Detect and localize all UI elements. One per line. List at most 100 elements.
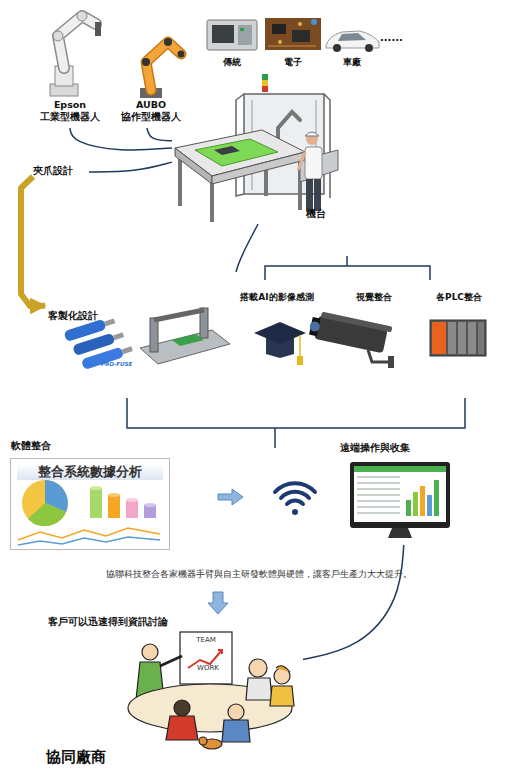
graduation-cap-icon <box>254 322 306 344</box>
workstation-machine <box>175 74 338 222</box>
meeting-illustration <box>276 666 290 672</box>
industrial-robot <box>58 16 96 68</box>
meeting-illustration <box>222 720 250 742</box>
connector <box>89 162 172 172</box>
car-thumbnail <box>365 44 373 52</box>
industry-node: 電子 <box>263 16 323 70</box>
collaborative-robot <box>146 42 181 90</box>
plc-icon <box>432 322 446 354</box>
data-panel-graphics <box>18 537 160 545</box>
data-panel-graphics <box>90 486 102 490</box>
pcb-thumbnail <box>292 30 310 42</box>
node-text: 視覺整合 <box>330 292 418 303</box>
product-tools <box>113 332 124 340</box>
node-text: 各PLC整合 <box>428 292 490 303</box>
collaborative-robot <box>146 42 181 90</box>
workstation-machine <box>262 80 268 86</box>
node-text: 機台 <box>296 208 336 220</box>
robot-node: Epson 工業型機器人 <box>30 4 110 128</box>
meeting-illustration <box>249 659 267 677</box>
meeting-illustration <box>166 716 198 740</box>
workstation-machine <box>306 133 318 145</box>
collaborative-robot <box>164 38 172 46</box>
node-text: 車廠 <box>323 57 381 68</box>
wifi-icon <box>281 492 309 498</box>
meeting-illustration <box>218 650 222 654</box>
bracket <box>274 428 276 448</box>
remote-node: 遠端操作與收集 <box>335 440 460 545</box>
monitor-icon <box>388 528 412 538</box>
workstation-machine <box>262 74 268 80</box>
pcb-thumbnail <box>265 18 321 50</box>
workstation-machine <box>305 132 319 136</box>
data-panel-graphics <box>108 495 120 518</box>
collaborative-robot <box>142 58 150 66</box>
data-panel: 軟體整合整合系統數據分析 <box>10 458 170 550</box>
product-tools <box>122 346 133 354</box>
ai-vision-node: 搭載AI的影像感測 <box>232 290 322 368</box>
connector <box>21 177 45 307</box>
camera-icon <box>388 356 394 368</box>
pcb-thumbnail <box>298 22 302 26</box>
collaborative-robot <box>140 38 185 98</box>
workstation-machine <box>195 139 278 166</box>
monitor-icon <box>420 486 425 516</box>
meeting-illustration <box>180 632 232 684</box>
meeting-illustration <box>142 644 158 660</box>
bracket <box>127 398 465 428</box>
workstation-machine <box>214 146 240 155</box>
meeting-illustration <box>160 656 182 666</box>
camera-icon <box>307 310 392 354</box>
data-panel-graphics <box>28 503 66 526</box>
collaborative-robot <box>178 51 185 58</box>
camera-icon <box>309 317 321 336</box>
graduation-cap-icon <box>297 356 303 365</box>
node-text: 客戶可以迅速得到資訊討論 <box>48 616 178 628</box>
monitor-icon <box>427 495 432 516</box>
connector <box>147 128 172 141</box>
meeting-illustration <box>246 678 272 700</box>
car-thumbnail <box>326 31 379 52</box>
bracket <box>236 224 258 272</box>
data-panel-graphics <box>144 503 156 507</box>
workstation-machine <box>305 147 322 179</box>
caption-text: 協同廠商 <box>46 748 186 767</box>
ellipsis-label: ...... <box>380 32 420 45</box>
industrial-robot <box>58 16 96 68</box>
product-tools <box>172 334 204 346</box>
industrial-robot <box>50 11 101 96</box>
bracket <box>127 224 465 448</box>
workstation-machine <box>306 179 313 211</box>
workstation-machine <box>298 152 305 170</box>
graduation-cap-icon <box>299 335 301 358</box>
industry-node: 車廠 <box>323 16 381 70</box>
cnc-machine-thumbnail <box>207 20 257 50</box>
flow-arrow <box>218 489 243 505</box>
cnc-machine-thumbnail <box>240 28 244 31</box>
node-text: 軟體整合 <box>11 440 101 452</box>
node-text: WORK <box>188 664 228 673</box>
connector <box>70 128 172 150</box>
flow-arrow <box>218 489 243 505</box>
node-text: 整合系統數據分析 <box>17 464 163 480</box>
cnc-machine-thumbnail <box>238 25 252 45</box>
flow-arrow <box>208 592 228 614</box>
meeting-illustration <box>128 632 294 749</box>
custom-design-node: 客製化設計PRO-FUSE <box>45 298 233 376</box>
wifi-icon <box>287 501 303 504</box>
monitor-icon <box>406 500 411 516</box>
data-panel-graphics <box>126 500 138 518</box>
meeting-illustration <box>174 700 190 716</box>
meeting-illustration <box>199 737 207 745</box>
pcb-thumbnail <box>272 24 286 34</box>
monitor-icon <box>354 466 446 522</box>
node-text: TEAM <box>186 636 226 645</box>
plc-icon <box>478 322 484 354</box>
monitor-icon <box>413 492 418 516</box>
data-panel-graphics <box>22 480 68 526</box>
monitor-icon <box>434 480 439 516</box>
pcb-thumbnail <box>268 46 316 47</box>
meeting-illustration <box>270 686 294 706</box>
car-thumbnail <box>338 33 366 41</box>
pcb-thumbnail <box>265 18 321 50</box>
